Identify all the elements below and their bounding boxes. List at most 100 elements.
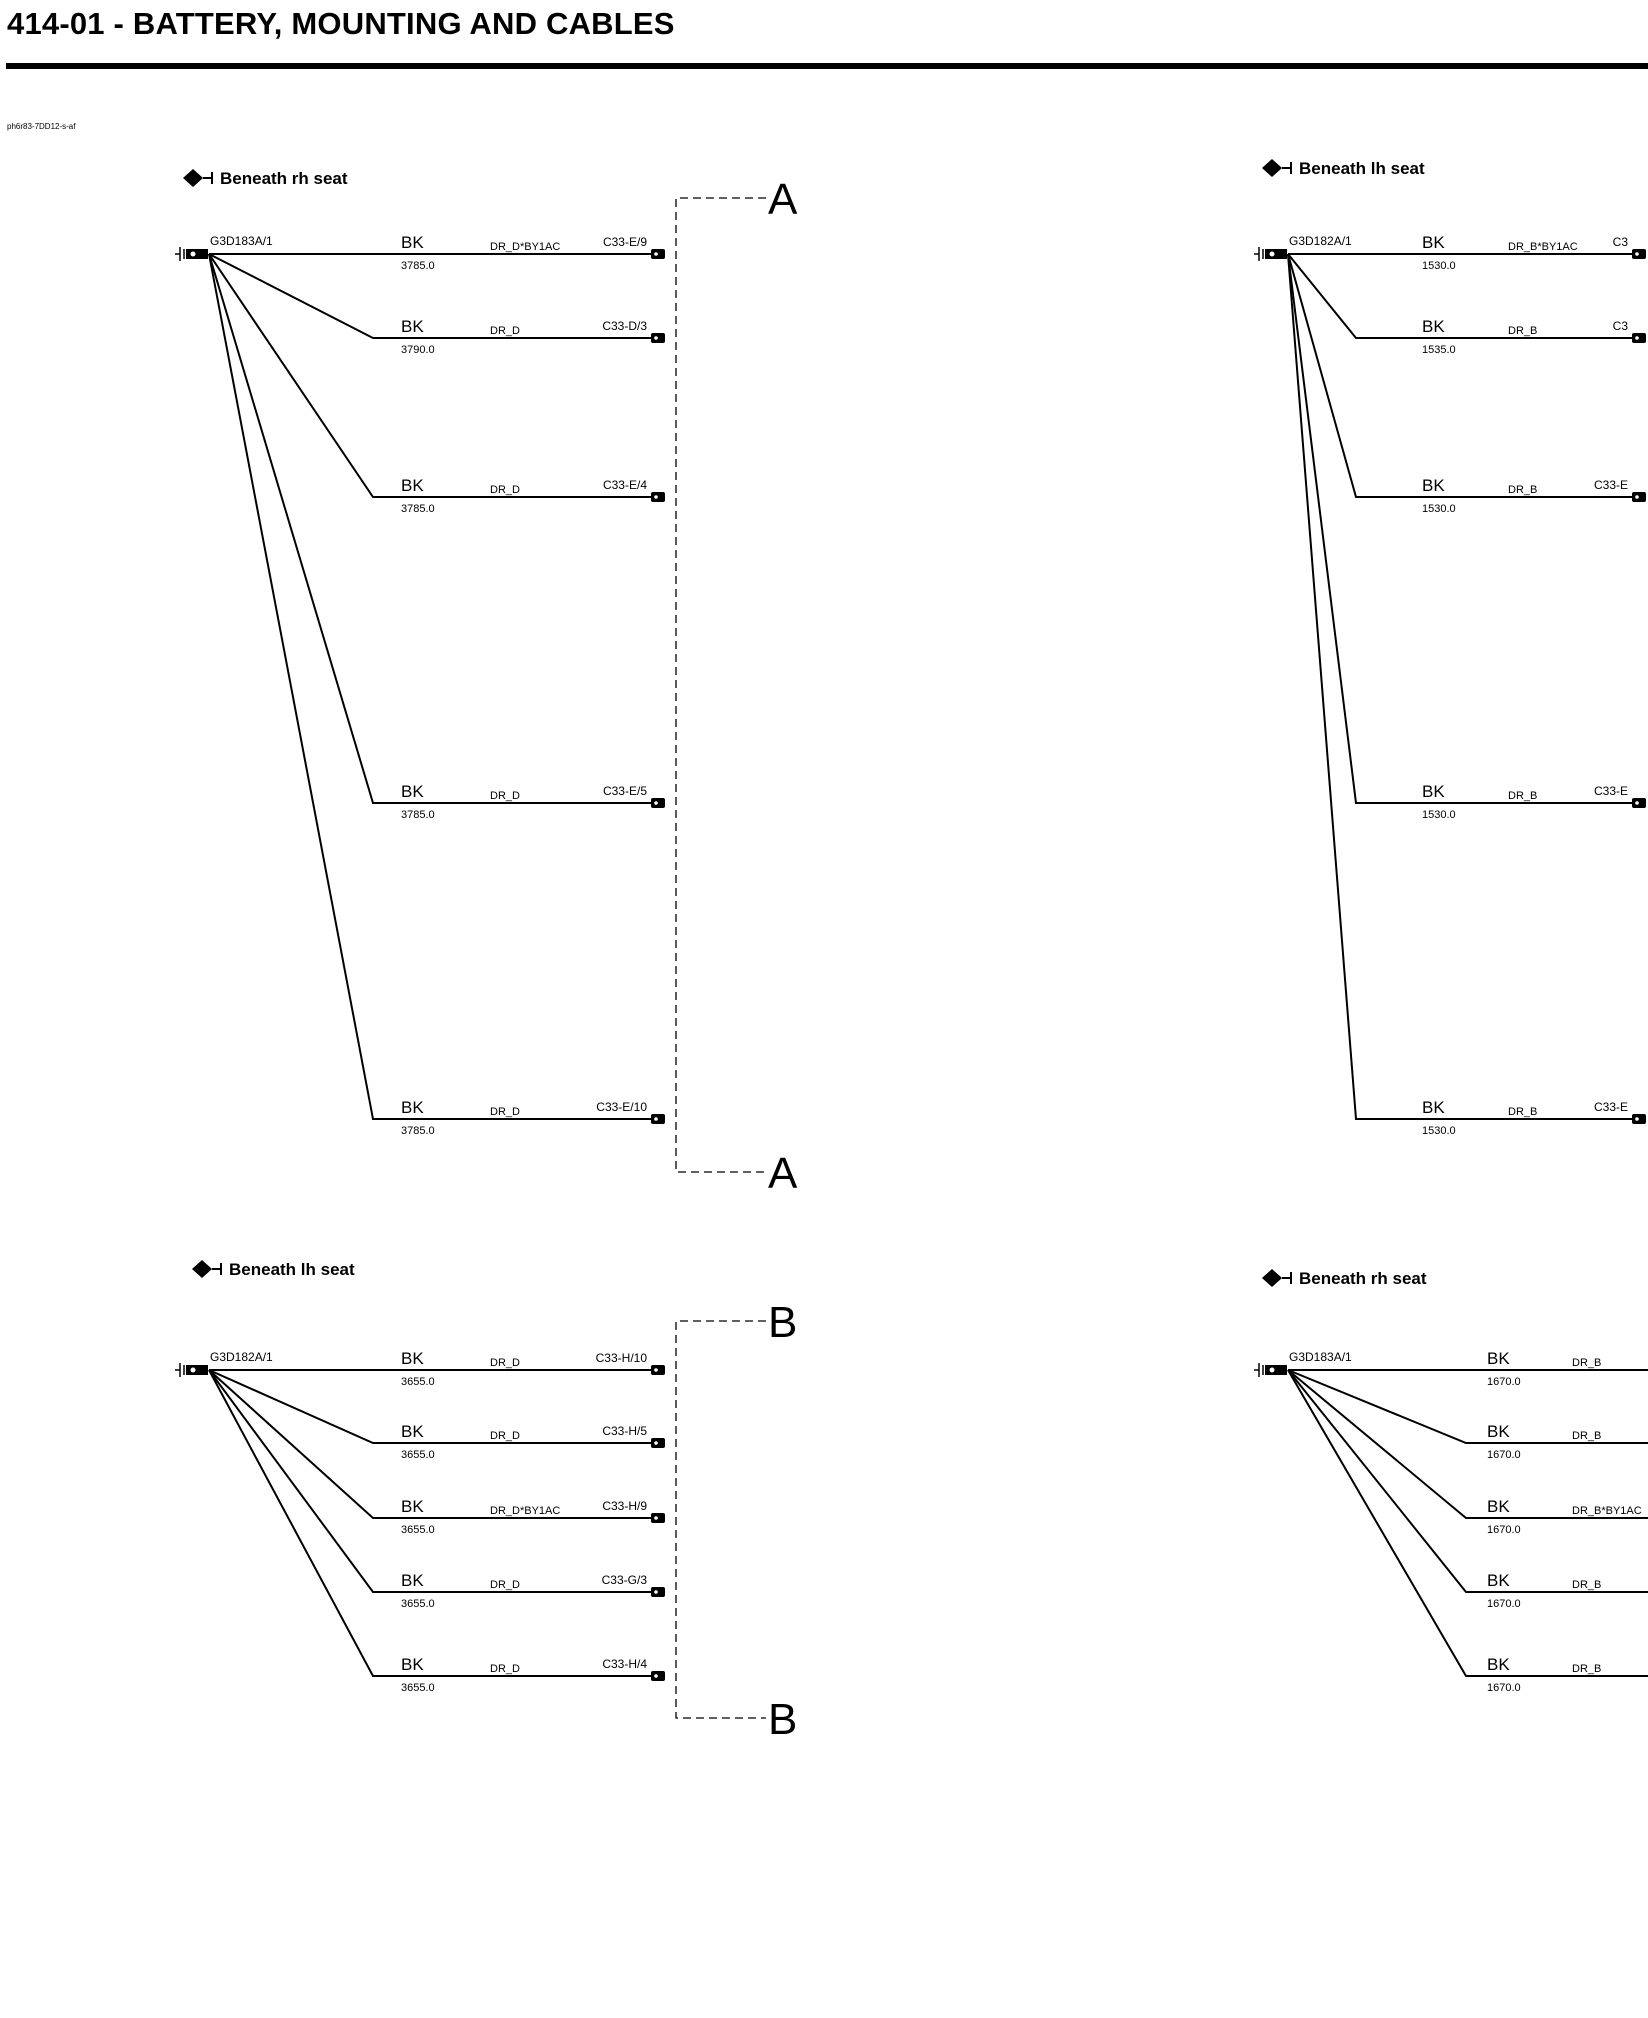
bracket-label-top: A (768, 175, 798, 224)
bracket-line (675, 1320, 766, 1719)
connector-id: C33-E/4 (603, 478, 647, 492)
location-label: Beneath rh seat (220, 169, 348, 188)
location-marker: Beneath rh seat (183, 169, 348, 188)
connector-pin-icon (1632, 492, 1646, 502)
ground-eyelet-hole (190, 1367, 196, 1373)
connector-pin-icon (651, 1671, 665, 1681)
connector-bracket: BB (675, 1298, 797, 1744)
connector-pin-icon (1632, 798, 1646, 808)
connector-pin-hole (654, 252, 658, 256)
page-title: 414-01 - BATTERY, MOUNTING AND CABLES (7, 6, 675, 41)
wire-length: 1670.0 (1487, 1524, 1521, 1536)
connector-pin-hole (654, 1674, 658, 1678)
connector-id: C3 (1613, 235, 1629, 249)
connector-id: C33-H/9 (602, 1499, 647, 1513)
wire-line (1287, 253, 1640, 498)
wire-color: BK (401, 1349, 424, 1368)
wire-length: 1670.0 (1487, 1376, 1521, 1388)
connector-pin-hole (654, 495, 658, 499)
connector-pin-icon (651, 1438, 665, 1448)
wire-color: BK (1422, 317, 1445, 336)
connector-id: C33-E (1594, 1100, 1628, 1114)
connector-pin-hole (654, 1516, 658, 1520)
wire-color: BK (1487, 1349, 1510, 1368)
wire-line (1287, 1369, 1648, 1444)
ground-point: G3D183A/1 (175, 234, 273, 261)
wire-length: 3655.0 (401, 1682, 435, 1694)
circuit-id: DR_B (1572, 1663, 1601, 1675)
connector-id: C33-E (1594, 478, 1628, 492)
wire-color: BK (1487, 1497, 1510, 1516)
circuit-id: DR_D*BY1AC (490, 1505, 560, 1517)
ground-point: G3D182A/1 (1254, 234, 1352, 261)
wire-length: 1535.0 (1422, 344, 1456, 356)
wire-line (1287, 1369, 1648, 1677)
connector-pin-icon (651, 249, 665, 259)
ground-id: G3D182A/1 (210, 1350, 273, 1364)
connector-bracket: AA (675, 175, 798, 1198)
wire-length: 1670.0 (1487, 1449, 1521, 1461)
wire-line (208, 1369, 659, 1593)
connector-id: C33-E (1594, 784, 1628, 798)
connector-pin-hole (654, 1441, 658, 1445)
connector-id: C33-H/5 (602, 1424, 647, 1438)
diamond-marker-icon (192, 1260, 212, 1278)
connector-id: C33-D/3 (602, 319, 647, 333)
circuit-id: DR_B (1508, 325, 1537, 337)
connector-pin-hole (1635, 495, 1639, 499)
wire-line (208, 253, 659, 339)
wire-length: 1530.0 (1422, 809, 1456, 821)
connector-pin-icon (651, 1587, 665, 1597)
ground-point: G3D183A/1 (1254, 1350, 1352, 1377)
circuit-id: DR_D (490, 484, 520, 496)
wire-line (1287, 1369, 1648, 1519)
ground-eyelet-hole (1269, 1367, 1275, 1373)
wire-line (208, 253, 659, 498)
wire-1: BK 3655.0 DR_D C33-H/10 (209, 1349, 665, 1388)
wire-length: 1530.0 (1422, 1125, 1456, 1137)
wire-line (208, 1369, 659, 1677)
connector-pin-icon (651, 333, 665, 343)
wire-color: BK (1422, 782, 1445, 801)
circuit-id: DR_D (490, 790, 520, 802)
connector-pin-icon (1632, 1114, 1646, 1124)
circuit-id: DR_B (1508, 1106, 1537, 1118)
ground-id: G3D183A/1 (210, 234, 273, 248)
wire-line (1287, 1369, 1648, 1593)
location-marker: Beneath rh seat (1262, 1269, 1427, 1288)
connector-id: C33-H/10 (596, 1351, 648, 1365)
wire-line (208, 1369, 659, 1444)
wire-line (1287, 253, 1640, 1120)
connector-pin-hole (1635, 336, 1639, 340)
wire-color: BK (1422, 233, 1445, 252)
circuit-id: DR_B (1508, 484, 1537, 496)
connector-pin-icon (651, 1513, 665, 1523)
circuit-id: DR_D (490, 325, 520, 337)
diamond-marker-icon (1262, 1269, 1282, 1287)
connector-pin-hole (1635, 1117, 1639, 1121)
wire-color: BK (1487, 1571, 1510, 1590)
wire-length: 1670.0 (1487, 1682, 1521, 1694)
ground-id: G3D183A/1 (1289, 1350, 1352, 1364)
circuit-id: DR_D*BY1AC (490, 241, 560, 253)
connector-id: C33-E/9 (603, 235, 647, 249)
wire-color: BK (401, 476, 424, 495)
wire-color: BK (1422, 1098, 1445, 1117)
connector-pin-icon (1632, 249, 1646, 259)
wire-length: 3655.0 (401, 1376, 435, 1388)
circuit-id: DR_D (490, 1357, 520, 1369)
bracket-label-bottom: B (768, 1695, 797, 1744)
ground-eyelet (1265, 249, 1287, 259)
